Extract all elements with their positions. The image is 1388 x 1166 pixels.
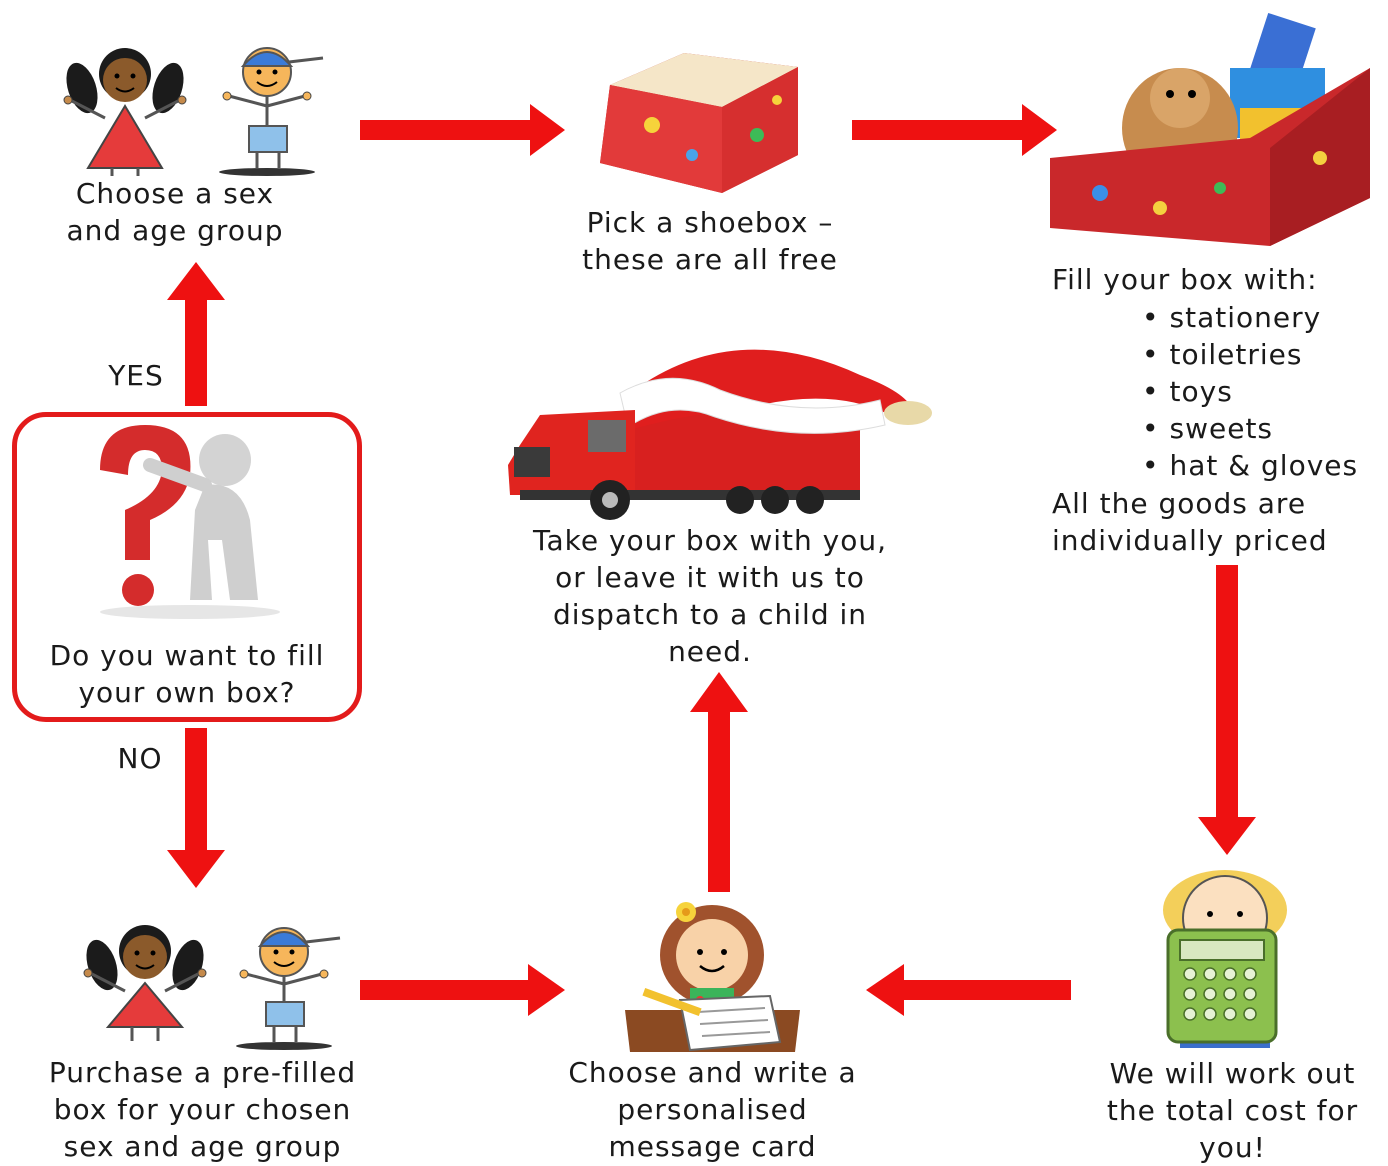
choose-sex-age-text: Choose a sex and age group (66, 177, 284, 247)
arrow-question-to-purchase-no (167, 728, 225, 888)
question-text: Do you want to fill your own box? (49, 639, 325, 709)
girl-figure-icon (60, 38, 190, 178)
arrow-choose-to-shoebox (360, 104, 565, 156)
goods-priced-text: All the goods are individually priced (1052, 487, 1328, 557)
arrow-cost-to-card (866, 964, 1071, 1016)
message-card-text: Choose and write a personalised message … (568, 1056, 857, 1163)
fill-box-heading: Fill your box with: (1052, 263, 1318, 296)
question-mark-figure-icon (90, 420, 290, 620)
list-item: sweets (1142, 410, 1358, 447)
girl-writing-icon (620, 900, 805, 1055)
list-item: hat & gloves (1142, 447, 1358, 484)
list-item: stationery (1142, 299, 1358, 336)
arrow-fill-to-cost (1198, 565, 1256, 855)
arrow-card-to-take (690, 672, 748, 892)
yes-label: YES (108, 359, 164, 392)
no-label: NO (117, 742, 163, 775)
boy-figure-icon (215, 38, 335, 178)
question-box (12, 412, 362, 722)
boy-calculator-icon (1140, 870, 1310, 1050)
arrow-shoebox-to-fill (852, 104, 1057, 156)
total-cost-text: We will work out the total cost for you! (1106, 1057, 1359, 1164)
list-item: toiletries (1142, 336, 1358, 373)
boy-figure-icon (232, 918, 352, 1058)
empty-shoebox-icon (592, 45, 804, 205)
santa-hat-truck-icon (500, 335, 940, 525)
filled-shoebox-icon (1040, 8, 1378, 248)
fill-items-list: stationery toiletries toys sweets hat & … (1142, 299, 1358, 484)
arrow-purchase-to-card (360, 964, 565, 1016)
take-box-text: Take your box with you, or leave it with… (533, 524, 887, 668)
purchase-prefilled-text: Purchase a pre-filled box for your chose… (48, 1056, 357, 1163)
list-item: toys (1142, 373, 1358, 410)
pick-shoebox-text: Pick a shoebox – these are all free (582, 206, 838, 276)
girl-figure-icon (80, 915, 210, 1055)
arrow-question-to-choose-yes (167, 262, 225, 406)
